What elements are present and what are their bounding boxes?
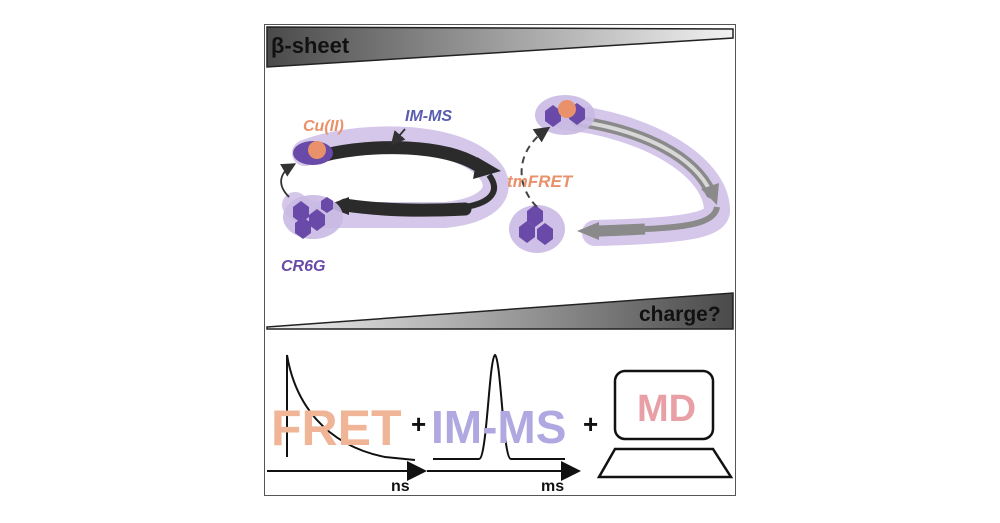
cu-complex-right <box>535 95 595 135</box>
transfer-arrow-left <box>280 163 297 198</box>
fret-text: FRET <box>271 400 402 456</box>
plus-sign-2: + <box>583 409 598 439</box>
figure-panel: β-sheet charge? Cu(II) IM-MS CR6G <box>264 24 736 496</box>
cr6g-dye-right <box>509 205 565 253</box>
right-arc <box>552 104 730 246</box>
plus-sign-1: + <box>411 409 426 439</box>
charge-label: charge? <box>639 303 721 326</box>
unit-ms: ms <box>541 478 564 495</box>
tmfret-label: tmFRET <box>507 172 574 191</box>
cr6g-label: CR6G <box>281 258 325 275</box>
unit-ns: ns <box>391 478 410 495</box>
cr6g-dye-left <box>283 195 343 239</box>
cu-label: Cu(II) <box>303 118 344 135</box>
imms-pointer-arrow <box>390 128 406 146</box>
imms-label: IM-MS <box>405 108 452 125</box>
computer-icon: MD <box>596 369 734 479</box>
figure-svg: β-sheet charge? Cu(II) IM-MS CR6G <box>266 26 734 495</box>
cu-complex-left <box>293 141 333 165</box>
imms-peak-plot: IM-MS ms <box>427 353 581 495</box>
imms-text: IM-MS <box>431 401 566 453</box>
tmfret-dashed-arrow <box>520 126 551 208</box>
charge-wedge <box>266 292 734 330</box>
beta-sheet-wedge <box>266 26 734 68</box>
md-text: MD <box>637 388 696 430</box>
fret-decay-plot: FRET ns <box>267 354 427 495</box>
beta-sheet-label: β-sheet <box>271 33 350 58</box>
